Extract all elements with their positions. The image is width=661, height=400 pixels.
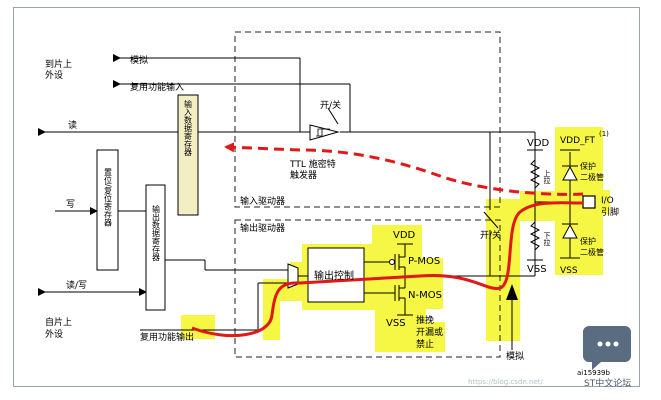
protect-diode-bottom-label: 保护 — [580, 236, 596, 246]
output-data-register-label: 输出数据寄存器 — [152, 204, 161, 262]
read-write-label: 读/写 — [66, 279, 87, 291]
vss-mos-label: VSS — [386, 318, 406, 329]
protection-diodes — [562, 165, 578, 239]
io-pin-pad — [582, 195, 596, 209]
labels: 到片上 外设 模拟 复用功能输入 读 写 读/写 自片上 外设 复用功能输出 开… — [45, 54, 631, 389]
output-control-block — [307, 247, 365, 303]
pmos-label: P-MOS — [408, 256, 440, 267]
bsrr-register-label: 置位/复位寄存器 — [104, 168, 113, 228]
from-on-chip-label: 自片上 — [45, 316, 72, 328]
push-pull-label-3: 禁止 — [416, 338, 434, 350]
write-label: 写 — [66, 199, 75, 210]
alt-func-out-label: 复用功能输出 — [140, 331, 194, 343]
mos-transistors — [389, 254, 405, 301]
forum-label: ST中文论坛 — [584, 377, 631, 389]
input-data-register — [177, 94, 199, 216]
nmos-label: N-MOS — [408, 290, 442, 301]
forum-chat-icon — [583, 326, 631, 370]
pull-up-label: 上拉 — [543, 169, 551, 185]
analog-arrow — [506, 284, 518, 300]
alt-func-in-label: 复用功能输入 — [130, 81, 184, 93]
vss-ft-label: VSS — [560, 266, 578, 276]
read-label: 读 — [68, 119, 77, 131]
pull-resistors — [527, 149, 543, 261]
to-on-chip-label: 到片上 — [45, 58, 72, 70]
figure-id-label: ai15939b — [577, 369, 611, 377]
input-driver-box — [234, 31, 501, 208]
onoff-top-label: 开/关 — [320, 99, 341, 111]
vdd-mos-label: VDD — [393, 230, 416, 241]
protect-diode-bottom-label-2: 二极管 — [580, 247, 604, 257]
switches — [327, 107, 499, 229]
vdd-ft-label: VDD_FT — [560, 136, 596, 146]
watermark-label: https://blog.csdn.net/ — [468, 378, 544, 386]
from-on-chip-label-2: 外设 — [45, 328, 63, 340]
push-pull-label: 推挽 — [416, 314, 434, 326]
analog-top-label: 模拟 — [130, 54, 148, 66]
analog-bottom-label: 模拟 — [506, 350, 524, 362]
io-pin-label: I/O — [601, 196, 614, 206]
input-data-register-label: 输入数据寄存器 — [184, 99, 193, 157]
output-data-register — [145, 184, 166, 311]
onoff-right-label: 开/关 — [480, 229, 501, 241]
input-driver-label: 输入驱动器 — [240, 195, 285, 207]
vss-right-label: VSS — [527, 264, 547, 275]
output-control-label: 输出控制 — [314, 269, 354, 282]
pull-down-label: 下拉 — [543, 232, 551, 247]
input-signal-path — [224, 142, 584, 196]
ttl-label: TTL 施密特 — [289, 158, 336, 170]
bsrr-register — [96, 149, 119, 271]
to-on-chip-label-2: 外设 — [45, 69, 63, 81]
protect-diode-top-label-2: 二极管 — [580, 172, 604, 182]
output-signal-path — [191, 201, 584, 338]
register-labels: 输入数据寄存器 置位/复位寄存器 输出数据寄存器 上拉 下拉 — [104, 99, 552, 262]
ttl-label-2: 触发器 — [290, 169, 317, 181]
protect-diode-top-label: 保护 — [580, 161, 596, 171]
figure-frame — [13, 7, 640, 387]
output-driver-label: 输出驱动器 — [240, 222, 285, 234]
push-pull-label-2: 开漏或 — [416, 326, 443, 338]
wiring — [38, 54, 583, 350]
io-pin-label-2: 引脚 — [601, 207, 619, 218]
schmitt-trigger — [309, 124, 340, 141]
footnote-label: (1) — [599, 130, 609, 138]
vdd-right-label: VDD — [527, 138, 550, 149]
